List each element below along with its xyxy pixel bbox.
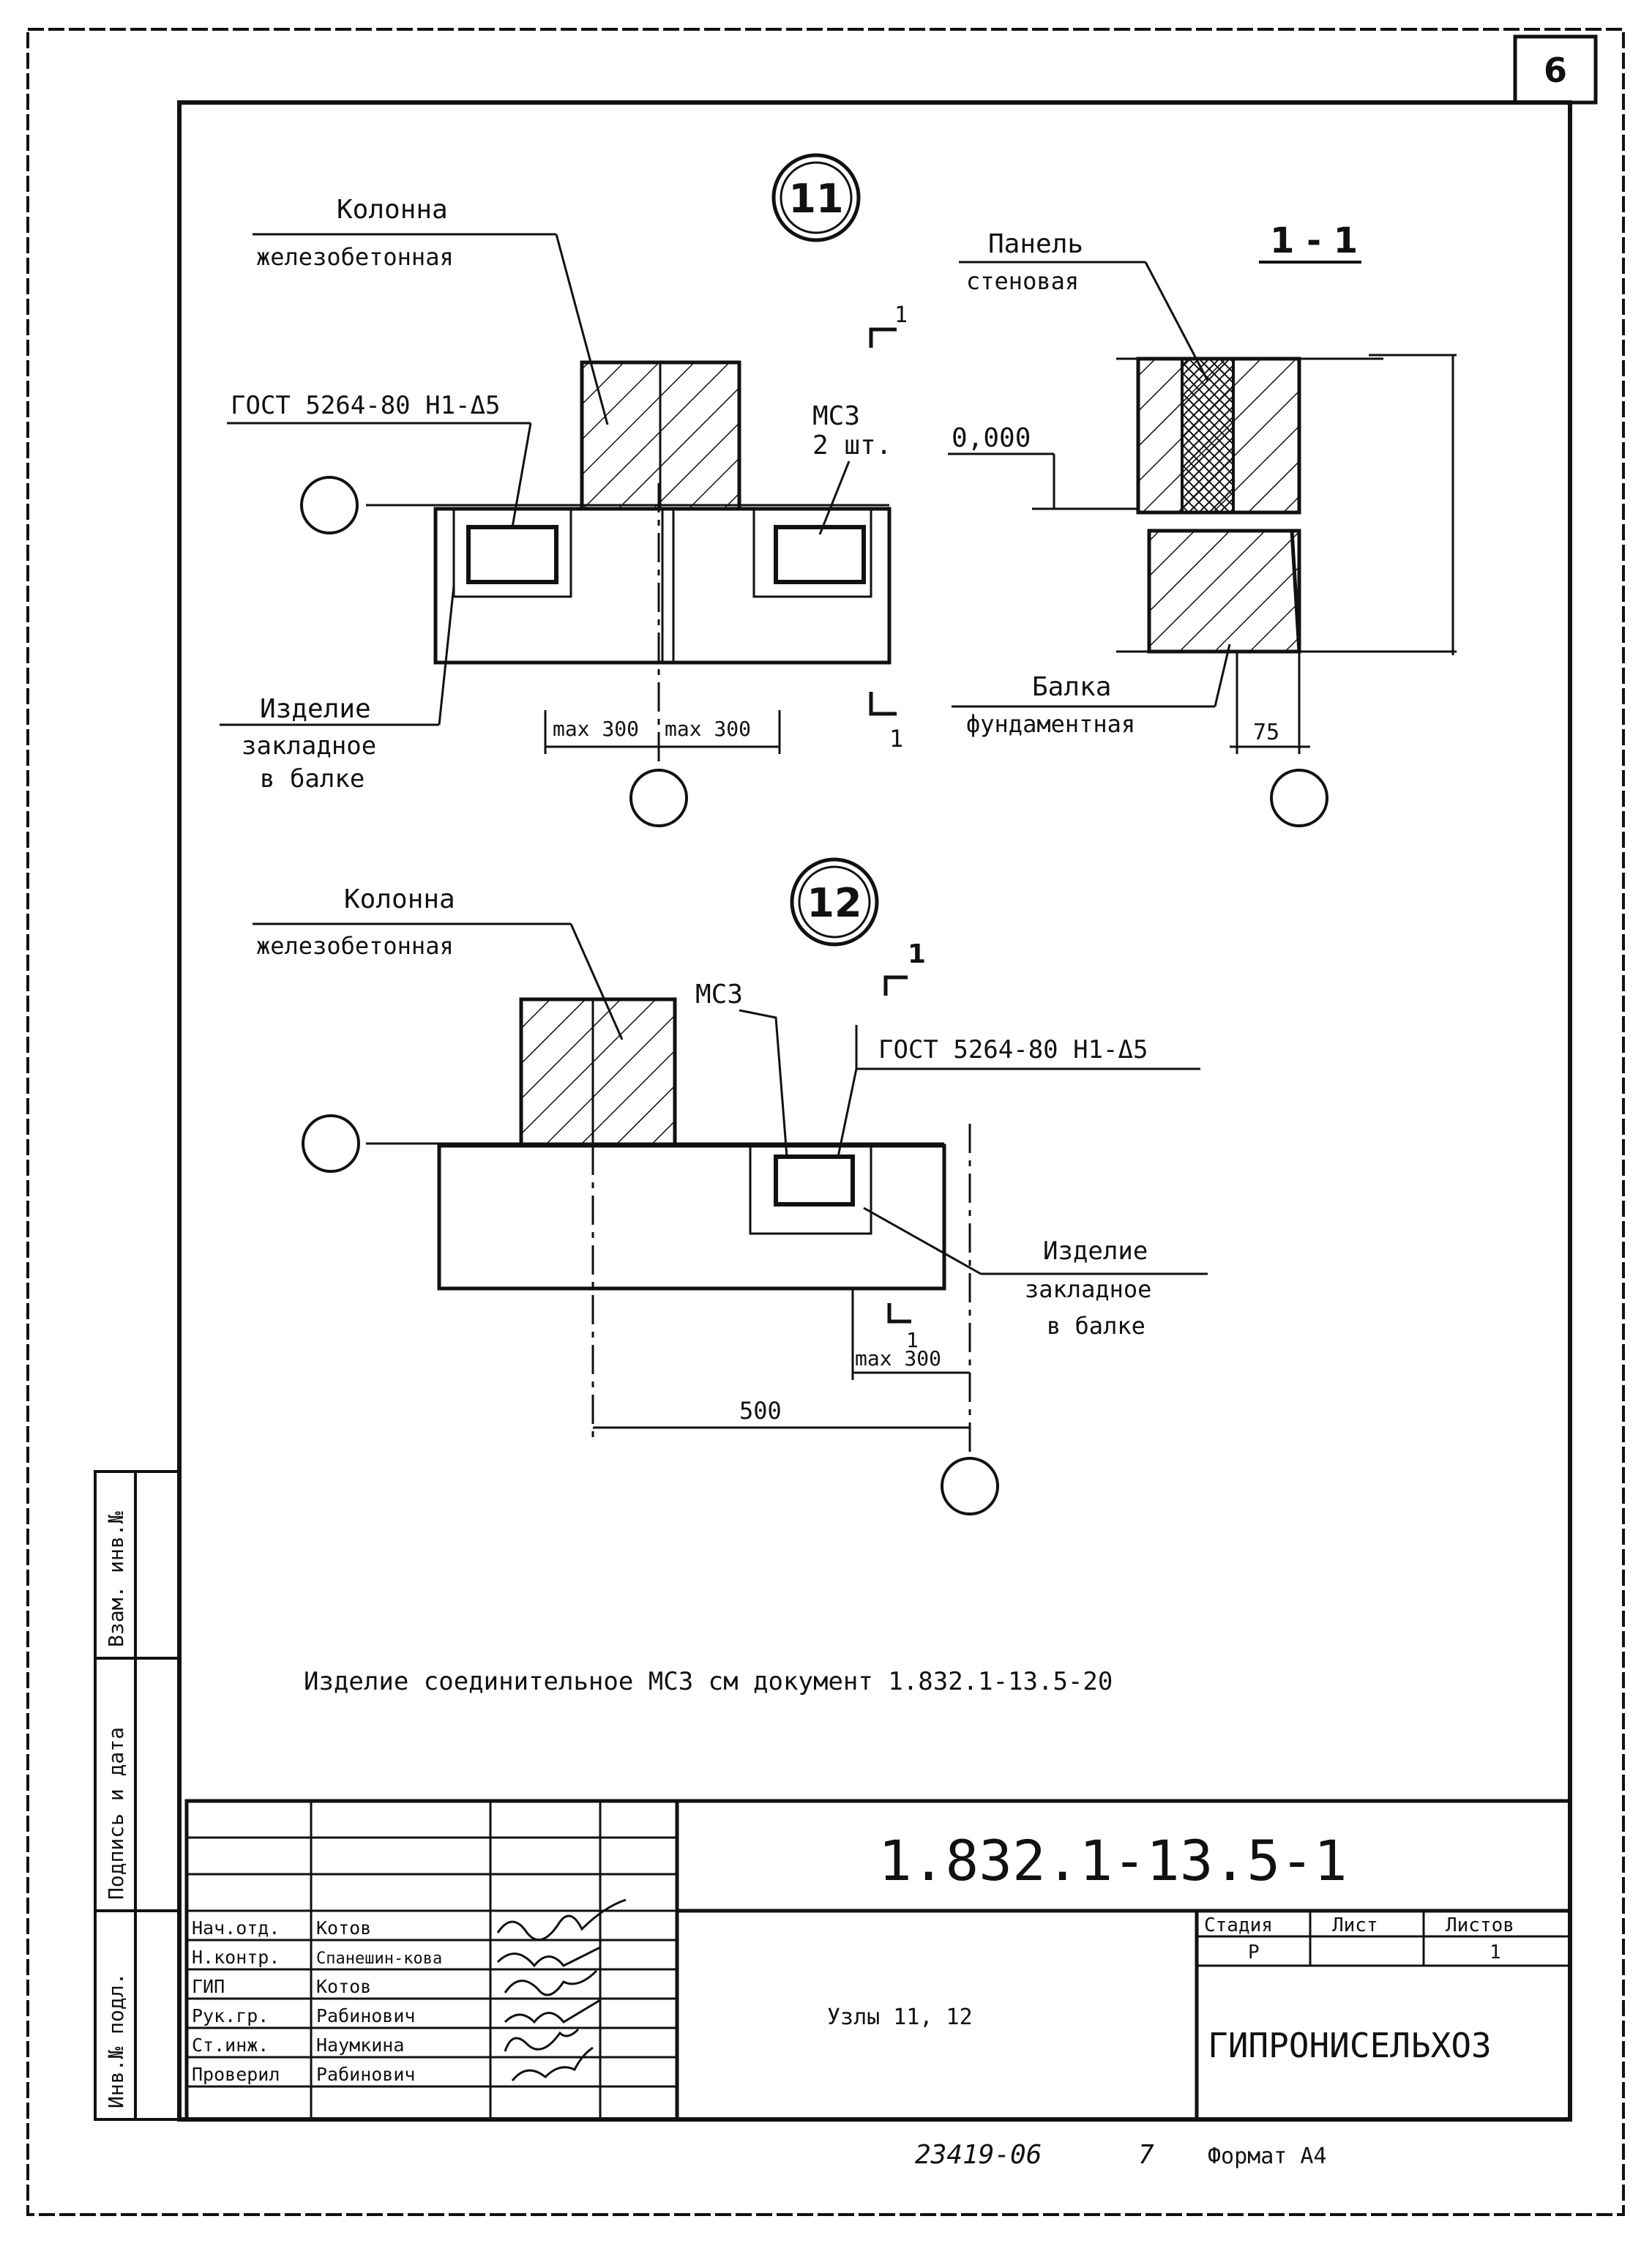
node-11-embedded-label-1: Изделие <box>260 694 371 724</box>
node-12-column-label-2: железобетонная <box>256 932 454 960</box>
organization: ГИПРОНИСЕЛЬХОЗ <box>1208 2026 1492 2065</box>
node-12-embedded-plate <box>774 1155 855 1206</box>
side-stamp-cell-1: Взам. инв.№ <box>104 1511 128 1647</box>
section-beam-label-2: фундаментная <box>966 710 1135 738</box>
node-12-column-label-1: Колонна <box>344 884 455 914</box>
stage-header: Стадия <box>1204 1914 1273 1936</box>
node-11-mc3-qty: 2 шт. <box>812 430 892 460</box>
sheet-number: 6 <box>1544 51 1567 90</box>
node-11: 11 Колонна железобетонная ГОСТ 5264-80 Н… <box>220 153 908 827</box>
section-level: 0,000 <box>952 423 1031 453</box>
general-note: Изделие соединительное МС3 см документ 1… <box>304 1667 1113 1696</box>
role-2: Н.контр. <box>192 1947 280 1968</box>
node-12: 12 Колонна железобетонная МС3 ГОСТ 5264-… <box>253 857 1208 1515</box>
side-stamp: Взам. инв.№ Подпись и дата Инв.№ подл. <box>94 1470 181 2121</box>
node-12-marker <box>790 857 879 947</box>
node-11-dim-left: max 300 <box>553 717 639 741</box>
node-11-dim-right: max 300 <box>665 717 751 741</box>
name-1: Котов <box>316 1917 371 1939</box>
node-11-cut-mark-bottom: 1 <box>889 725 903 753</box>
name-5: Наумкина <box>316 2034 404 2056</box>
sheets-header: Листов <box>1446 1914 1514 1936</box>
node-12-beam <box>437 1144 946 1291</box>
name-3: Котов <box>316 1976 371 1997</box>
node-11-embedded-label-2: закладное <box>242 731 376 761</box>
section-beam-label-1: Балка <box>1032 672 1111 702</box>
outer-frame <box>26 28 1625 2216</box>
doc-number: 1.832.1-13.5-1 <box>878 1828 1348 1893</box>
node-11-axis-left <box>300 476 359 534</box>
node-12-id: 12 <box>807 880 861 926</box>
node-12-axis-bottom <box>941 1457 999 1515</box>
node-12-embedded-label-3: в балке <box>1047 1312 1145 1340</box>
side-stamp-cell-3: Инв.№ подл. <box>104 1973 128 2108</box>
node-12-column <box>519 997 677 1148</box>
name-4: Рабинович <box>316 2005 415 2026</box>
node-11-column-label-2: железобетонная <box>256 243 454 271</box>
node-11-axis-bottom <box>629 769 688 827</box>
role-4: Рук.гр. <box>192 2005 269 2026</box>
role-1: Нач.отд. <box>192 1917 280 1939</box>
sheets-value: 1 <box>1490 1942 1501 1963</box>
node-12-embedded-label-2: закладное <box>1025 1275 1151 1303</box>
wall-panel-insulation <box>1181 357 1235 514</box>
node-12-weld-note: ГОСТ 5264-80 Н1-Δ5 <box>878 1035 1148 1064</box>
section-dim-75: 75 <box>1253 720 1279 745</box>
section-panel-label-1: Панель <box>988 229 1083 259</box>
side-stamp-cell-2: Подпись и дата <box>104 1727 128 1900</box>
foundation-beam <box>1147 529 1301 654</box>
page-mark: 7 <box>1138 2140 1154 2170</box>
signatures <box>496 1898 627 2081</box>
name-2: Спанешин-кова <box>316 1950 442 1968</box>
node-11-embedded-label-3: в балке <box>260 764 365 794</box>
node-12-embedded-label-1: Изделие <box>1043 1237 1148 1266</box>
format-label: Формат А4 <box>1208 2144 1327 2169</box>
node-11-embedded-plate-right <box>774 525 866 584</box>
node-11-id: 11 <box>788 176 843 222</box>
name-6: Рабинович <box>316 2064 415 2085</box>
role-6: Проверил <box>192 2064 280 2085</box>
node-12-axis-left <box>302 1114 360 1173</box>
archive-number: 23419-06 <box>915 2140 1042 2170</box>
section-1-1-title: 1 - 1 <box>1270 220 1358 261</box>
node-11-weld-note: ГОСТ 5264-80 Н1-Δ5 <box>231 391 500 420</box>
node-12-cut-mark-bottom: 1 <box>906 1328 919 1352</box>
section-panel-label-2: стеновая <box>966 267 1079 295</box>
stage-value: Р <box>1248 1942 1260 1963</box>
node-12-cut-mark-top: 1 <box>908 939 926 969</box>
title-block: Нач.отд. Котов Н.контр. Спанешин-кова ГИ… <box>184 1799 1572 2122</box>
node-11-mc3-label: МС3 <box>812 401 860 431</box>
section-axis <box>1270 769 1328 827</box>
section-1-1: 1 - 1 Панель стеновая 0,000 Балка фундам… <box>948 220 1457 827</box>
node-12-dim-max: max 300 <box>855 1346 941 1370</box>
node-11-marker <box>771 153 861 242</box>
sheet-header: Лист <box>1332 1914 1378 1936</box>
node-11-embedded-plate-left <box>466 525 558 584</box>
role-5: Ст.инж. <box>192 2034 269 2056</box>
node-11-column-label-1: Колонна <box>337 195 448 225</box>
node-11-cut-mark-top: 1 <box>894 302 908 328</box>
sheet-name: Узлы 11, 12 <box>827 2004 973 2030</box>
node-12-mc3-label: МС3 <box>695 980 743 1010</box>
role-3: ГИП <box>192 1976 225 1997</box>
node-12-dim-500: 500 <box>739 1397 782 1425</box>
sheet-number-box <box>1513 34 1598 105</box>
